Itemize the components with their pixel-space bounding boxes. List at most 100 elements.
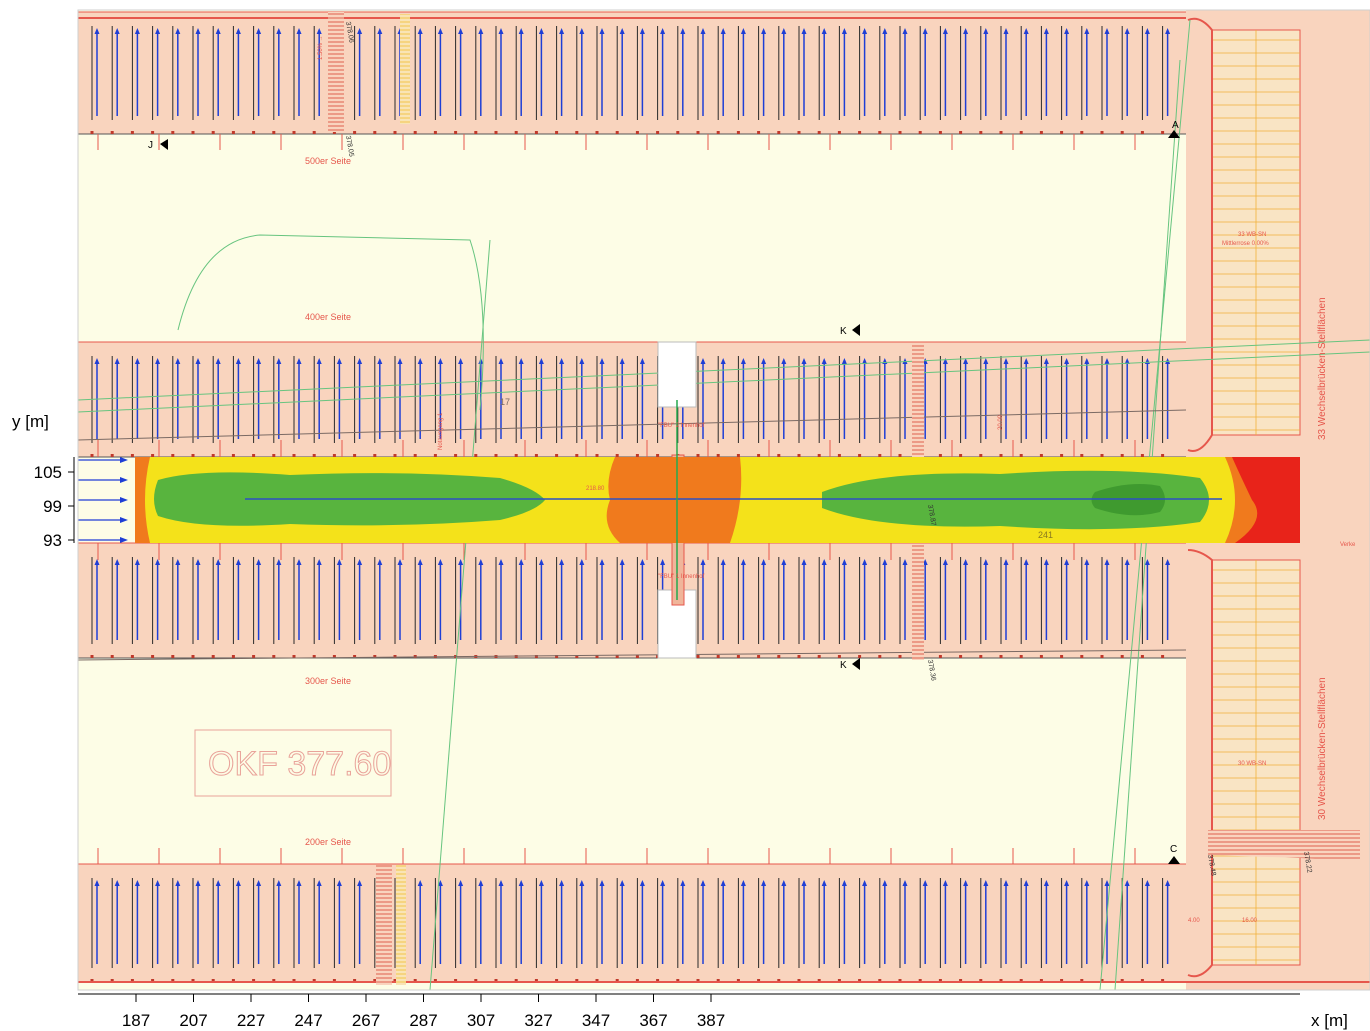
stall-post [191, 454, 195, 457]
stall-post [171, 131, 175, 134]
stall-post [413, 454, 417, 457]
stall-arrowhead [357, 559, 363, 565]
ramp-mid-2 [912, 545, 924, 660]
stall-post [757, 655, 761, 658]
stall-post [938, 131, 942, 134]
stall-post [555, 131, 559, 134]
stall-arrowhead [114, 880, 120, 886]
section-arrow-k-upper [852, 324, 860, 336]
stall-post [231, 454, 235, 457]
stall-arrowhead [235, 28, 241, 34]
stall-post [999, 454, 1003, 457]
stall-arrowhead [336, 559, 342, 565]
label-33-wb-sn: 33 WB-SN [1238, 232, 1266, 238]
stall-arrowhead [579, 559, 585, 565]
stall-post [1039, 979, 1043, 982]
stall-post [999, 655, 1003, 658]
stall-post [999, 131, 1003, 134]
stall-arrowhead [639, 559, 645, 565]
stall-post [292, 454, 296, 457]
stall-arrowhead [336, 880, 342, 886]
stall-arrowhead [256, 358, 262, 364]
stall-post [332, 131, 336, 134]
label-slope-top: 1.50% → [318, 35, 324, 60]
stall-post [312, 454, 316, 457]
stall-post [1120, 131, 1124, 134]
stall-arrowhead [862, 559, 868, 565]
stall-post [898, 655, 902, 658]
stall-post [110, 655, 114, 658]
inflow-arrowhead [120, 497, 128, 503]
side-label-400: 400er Seite [305, 312, 351, 322]
stall-arrowhead [639, 880, 645, 886]
stall-post [534, 131, 538, 134]
ramp-bottom [376, 865, 392, 985]
y-axis-label: y [m] [12, 412, 49, 431]
stall-arrowhead [155, 880, 161, 886]
stall-post [151, 979, 155, 982]
stall-post [837, 131, 841, 134]
stall-post [191, 131, 195, 134]
stall-post [1080, 655, 1084, 658]
ramp-top-yellow [400, 14, 410, 124]
stall-arrowhead [660, 880, 666, 886]
stall-arrowhead [94, 28, 100, 34]
stall-post [332, 454, 336, 457]
stall-arrowhead [983, 880, 989, 886]
stall-arrowhead [458, 28, 464, 34]
stall-post [211, 655, 215, 658]
stall-post [252, 979, 256, 982]
stall-post [373, 131, 377, 134]
stall-post [1039, 454, 1043, 457]
stall-post [353, 131, 357, 134]
stall-arrowhead [720, 358, 726, 364]
stall-arrowhead [882, 880, 888, 886]
stall-post [474, 454, 478, 457]
stall-post [353, 655, 357, 658]
stall-arrowhead [801, 28, 807, 34]
section-marker-k-upper: K [840, 326, 847, 337]
stall-post [171, 655, 175, 658]
stall-arrowhead [498, 28, 504, 34]
stall-arrowhead [700, 880, 706, 886]
stall-post [696, 454, 700, 457]
stall-post [757, 979, 761, 982]
stall-arrowhead [761, 559, 767, 565]
stall-post [696, 131, 700, 134]
stall-post [171, 454, 175, 457]
stall-arrowhead [1144, 28, 1150, 34]
stall-post [211, 979, 215, 982]
stall-arrowhead [276, 559, 282, 565]
stall-post [312, 979, 316, 982]
label-17: 17 [500, 397, 510, 407]
x-tick-label: 267 [352, 1011, 380, 1030]
stall-post [1080, 454, 1084, 457]
stall-arrowhead [599, 559, 605, 565]
stall-post [534, 979, 538, 982]
stall-arrowhead [437, 559, 443, 565]
stall-post [858, 979, 862, 982]
label-elev-5: 378.22 [1302, 851, 1313, 873]
stall-arrowhead [1064, 559, 1070, 565]
section-arrow-a [1168, 130, 1180, 138]
stall-post [615, 131, 619, 134]
stall-arrowhead [1165, 880, 1171, 886]
stall-arrowhead [740, 559, 746, 565]
stall-arrowhead [619, 358, 625, 364]
stall-arrowhead [1023, 358, 1029, 364]
stall-post [595, 979, 599, 982]
inflow-arrowhead [120, 477, 128, 483]
stall-arrowhead [215, 880, 221, 886]
label-elev-2: 378.05 [344, 135, 355, 157]
stall-arrowhead [296, 28, 302, 34]
stall-arrowhead [256, 880, 262, 886]
stall-post [817, 131, 821, 134]
stall-post [979, 979, 983, 982]
stall-post [615, 454, 619, 457]
stall-post [898, 131, 902, 134]
stall-post [635, 454, 639, 457]
stall-post [595, 131, 599, 134]
stall-post [696, 655, 700, 658]
okf-box [194, 729, 392, 797]
stall-post [817, 655, 821, 658]
